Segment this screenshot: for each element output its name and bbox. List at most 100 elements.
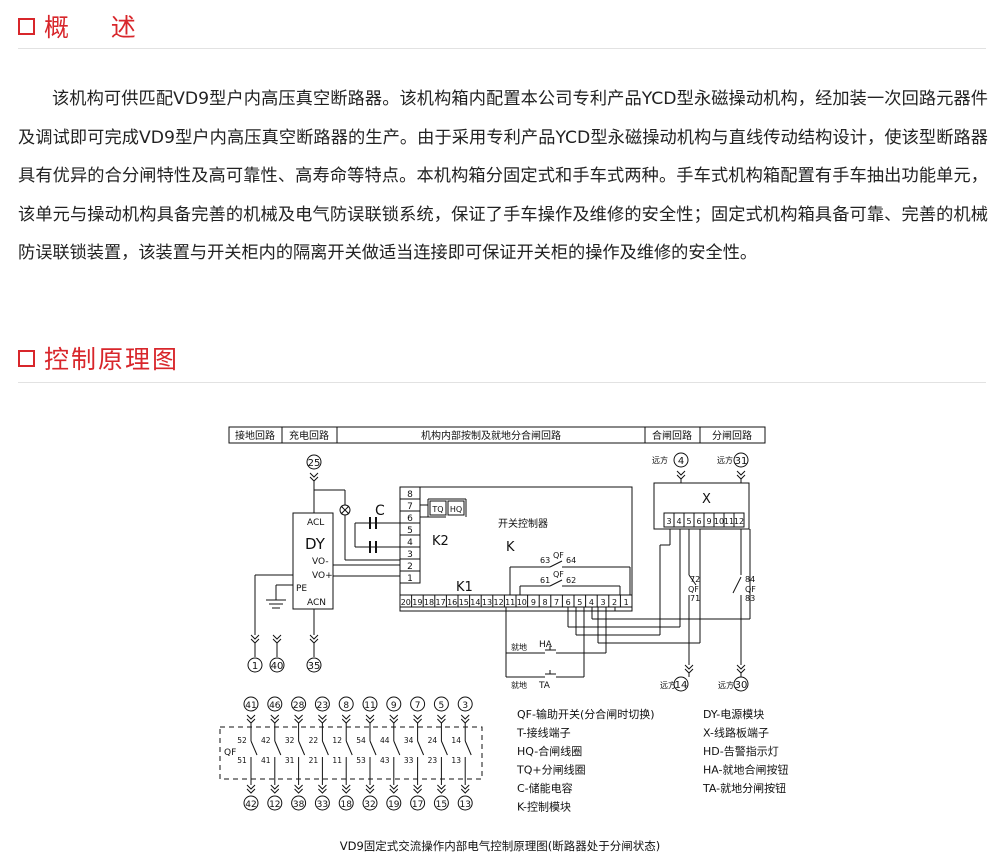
qf-close-b: 71 [690, 594, 700, 603]
terminal-14 [673, 676, 689, 692]
terminal-35-label: 35 [308, 661, 321, 672]
legend-item: DY-电源模块 [703, 707, 764, 721]
aux-contact-lower: 23 [428, 756, 438, 765]
aux-terminal-top-label: 23 [317, 701, 328, 711]
qf-open-qf: QF [745, 585, 756, 594]
k1-pin: 11 [505, 598, 515, 607]
terminal-4 [673, 452, 689, 468]
dy-acn: ACN [307, 598, 326, 608]
terminal-40 [269, 657, 285, 673]
k2-terminal-strip: 8 7 6 5 4 3 2 1 [399, 486, 421, 584]
k1-pin: 15 [459, 598, 469, 607]
k2-pin: 5 [407, 526, 413, 536]
aux-terminal-top-label: 7 [415, 701, 421, 711]
section-heading-overview: 概 述 [18, 8, 138, 44]
remote-label: 远方 [718, 680, 734, 690]
intro-paragraph: 该机构可供匹配VD9型户内高压真空断路器。该机构箱内配置本公司专利产品YCD型永… [18, 89, 988, 263]
aux-terminal-bottom-label: 15 [436, 800, 447, 810]
tq-label: TQ [431, 505, 443, 514]
header-open-loop: 分闸回路 [712, 429, 752, 442]
terminal-25 [306, 454, 322, 470]
aux-qf-label: QF [224, 748, 236, 758]
aux-terminal-bottom [457, 795, 473, 811]
legend-item: TQ+分闸线圈 [516, 763, 586, 777]
dy-label: DY [305, 535, 326, 553]
k2-pin: 6 [407, 514, 413, 524]
aux-terminal-top-label: 28 [293, 701, 305, 711]
x-pin: 5 [686, 517, 691, 526]
capacitor-label: C [375, 503, 385, 519]
qf-contact-qf: QF [553, 551, 564, 560]
k1-pin: 16 [447, 598, 457, 607]
qf-contact-a: 61 [540, 576, 550, 585]
x-pin: 9 [706, 517, 711, 526]
control-schematic: 接地回路 充电回路 机构内部按制及就地分合闸回路 合闸回路 分闸回路 25 AC… [219, 426, 789, 814]
qf-close-qf: QF [688, 585, 699, 594]
aux-terminal-top [267, 696, 283, 712]
k1-label: K1 [456, 580, 473, 595]
dy-pe: PE [296, 584, 307, 594]
qf-contact-a: 63 [540, 556, 550, 565]
aux-terminal-bottom-label: 32 [364, 800, 375, 810]
header-internal-loop: 机构内部按制及就地分合闸回路 [421, 429, 561, 442]
divider [18, 382, 986, 383]
k1-pin: 13 [482, 598, 492, 607]
aux-terminal-top [243, 696, 259, 712]
aux-terminal-top-label: 46 [269, 701, 281, 711]
aux-terminal-top [291, 696, 307, 712]
k1-pin: 2 [612, 598, 617, 607]
aux-switch-columns: 4152514246424112283231382322213381211181… [237, 696, 473, 811]
checkbox-square-icon [18, 17, 35, 35]
terminal-14-label: 14 [675, 680, 688, 691]
dy-acl: ACL [307, 518, 324, 528]
aux-terminal-bottom [314, 795, 330, 811]
aux-terminal-top [457, 696, 473, 712]
x-pin: 6 [696, 517, 701, 526]
aux-contact-upper: 32 [285, 736, 295, 745]
legend-item: K-控制模块 [517, 800, 571, 814]
k2-pin: 8 [407, 490, 413, 500]
aux-terminal-bottom [362, 795, 378, 811]
aux-contact-upper: 42 [261, 736, 271, 745]
aux-terminal-bottom [386, 795, 402, 811]
k1-pin: 14 [470, 598, 480, 607]
aux-terminal-bottom-label: 19 [388, 800, 400, 810]
x-pin: 12 [734, 517, 744, 526]
aux-contact-lower: 21 [309, 756, 319, 765]
k1-pin: 1 [624, 598, 629, 607]
hq-label: HQ [450, 505, 462, 514]
legend-item: TA-就地分闸按钮 [702, 781, 786, 795]
k2-pin: 4 [407, 538, 413, 548]
terminal-25-label: 25 [308, 458, 321, 469]
aux-terminal-bottom [410, 795, 426, 811]
aux-contact-lower: 13 [451, 756, 461, 765]
remote-label: 远方 [652, 455, 668, 465]
terminal-30 [733, 676, 749, 692]
aux-switch-block [219, 726, 483, 780]
aux-contact-upper: 52 [237, 736, 247, 745]
header-close-loop: 合闸回路 [652, 429, 692, 442]
aux-terminal-top [410, 696, 426, 712]
qf-contact-qf: QF [553, 570, 564, 579]
k1-pin: 7 [554, 598, 559, 607]
aux-contact-upper: 54 [356, 736, 366, 745]
k2-pin: 1 [407, 574, 413, 584]
x-pin: 10 [714, 517, 724, 526]
aux-terminal-top-label: 11 [364, 701, 375, 711]
header-charge-loop: 充电回路 [289, 429, 329, 442]
k1-pin: 4 [589, 598, 594, 607]
aux-contact-lower: 33 [404, 756, 414, 765]
aux-terminal-bottom-label: 42 [245, 800, 256, 810]
legend-item: QF-输助开关(分合闸时切换) [517, 707, 655, 721]
legend-item: HA-就地合闸按钮 [703, 763, 789, 777]
aux-terminal-top [386, 696, 402, 712]
aux-terminal-bottom-label: 13 [459, 800, 470, 810]
qf-close-a: 72 [690, 575, 700, 584]
section-title: 概 述 [44, 13, 138, 42]
k1-pin: 5 [577, 598, 582, 607]
k-label: K [506, 540, 515, 555]
aux-contact-lower: 43 [380, 756, 390, 765]
x-pin: 4 [676, 517, 681, 526]
legend-item: X-线路板端子 [703, 726, 769, 740]
